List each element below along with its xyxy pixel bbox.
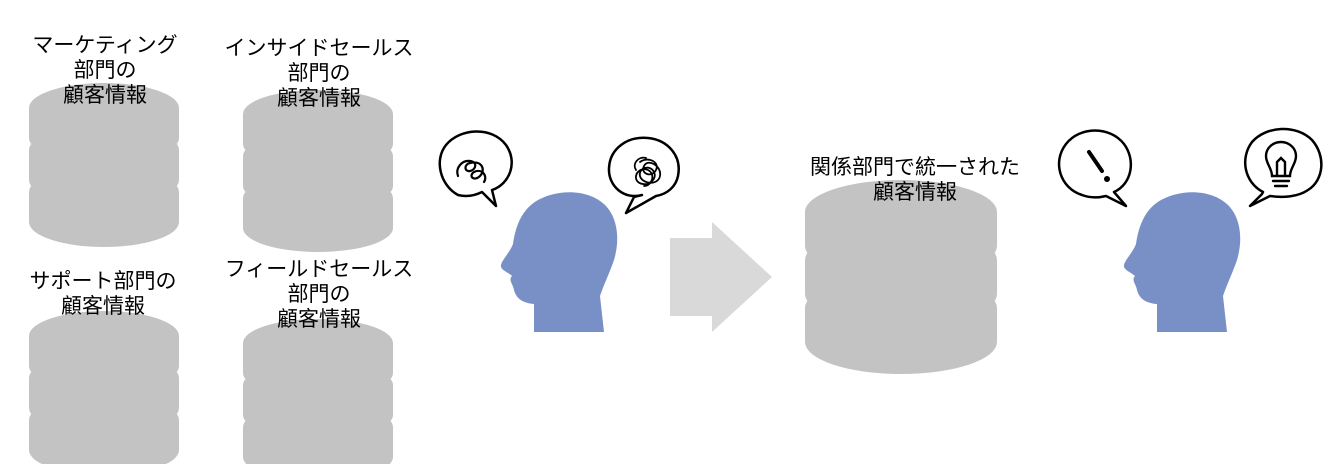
database-segment xyxy=(29,311,179,391)
exclamation-dot xyxy=(1104,176,1110,182)
label-line: 部門の xyxy=(287,61,351,85)
speech-bubble-lightbulb xyxy=(1244,127,1323,208)
db-label-field-sales: フィールドセールス 部門の 顧客情報 xyxy=(213,257,425,332)
label-line: 部門の xyxy=(73,58,137,82)
label-line: インサイドセールス xyxy=(224,36,414,60)
database-unified xyxy=(805,180,997,374)
label-line: 顧客情報 xyxy=(61,294,145,318)
label-line: マーケティング xyxy=(32,33,178,57)
database-support xyxy=(29,311,179,464)
label-line: 顧客情報 xyxy=(873,180,957,204)
database-segment xyxy=(243,90,393,168)
database-inside-sales xyxy=(243,90,393,252)
db-label-inside-sales: インサイドセールス 部門の 顧客情報 xyxy=(213,36,425,111)
label-line: 顧客情報 xyxy=(277,86,361,110)
db-label-marketing: マーケティング 部門の 顧客情報 xyxy=(20,33,190,108)
label-line: 顧客情報 xyxy=(63,83,147,107)
label-line: 顧客情報 xyxy=(277,307,361,331)
exclamation-icon xyxy=(1087,150,1104,173)
database-segment xyxy=(243,319,393,397)
tangle-icon xyxy=(633,156,661,187)
scribble-icon xyxy=(456,159,487,184)
speech-bubble-tangle xyxy=(607,136,680,215)
label-line: 関係部門で統一された xyxy=(810,155,1020,179)
speech-bubble-scribble xyxy=(438,130,513,208)
label-line: 部門の xyxy=(287,282,351,306)
db-label-support: サポート部門の 顧客情報 xyxy=(18,269,188,319)
lightbulb-icon xyxy=(1264,140,1298,188)
right-arrow-icon xyxy=(670,222,772,332)
head-silhouette-right xyxy=(1123,192,1241,332)
database-segment xyxy=(29,83,179,163)
speech-bubble-exclamation xyxy=(1057,129,1132,208)
head-silhouette-left xyxy=(500,192,618,332)
db-label-unified: 関係部門で統一された 顧客情報 xyxy=(790,155,1040,205)
database-segment xyxy=(805,180,997,278)
label-line: フィールドセールス xyxy=(224,257,414,281)
database-field-sales xyxy=(243,319,393,464)
database-marketing xyxy=(29,83,179,247)
label-line: サポート部門の xyxy=(29,269,177,293)
